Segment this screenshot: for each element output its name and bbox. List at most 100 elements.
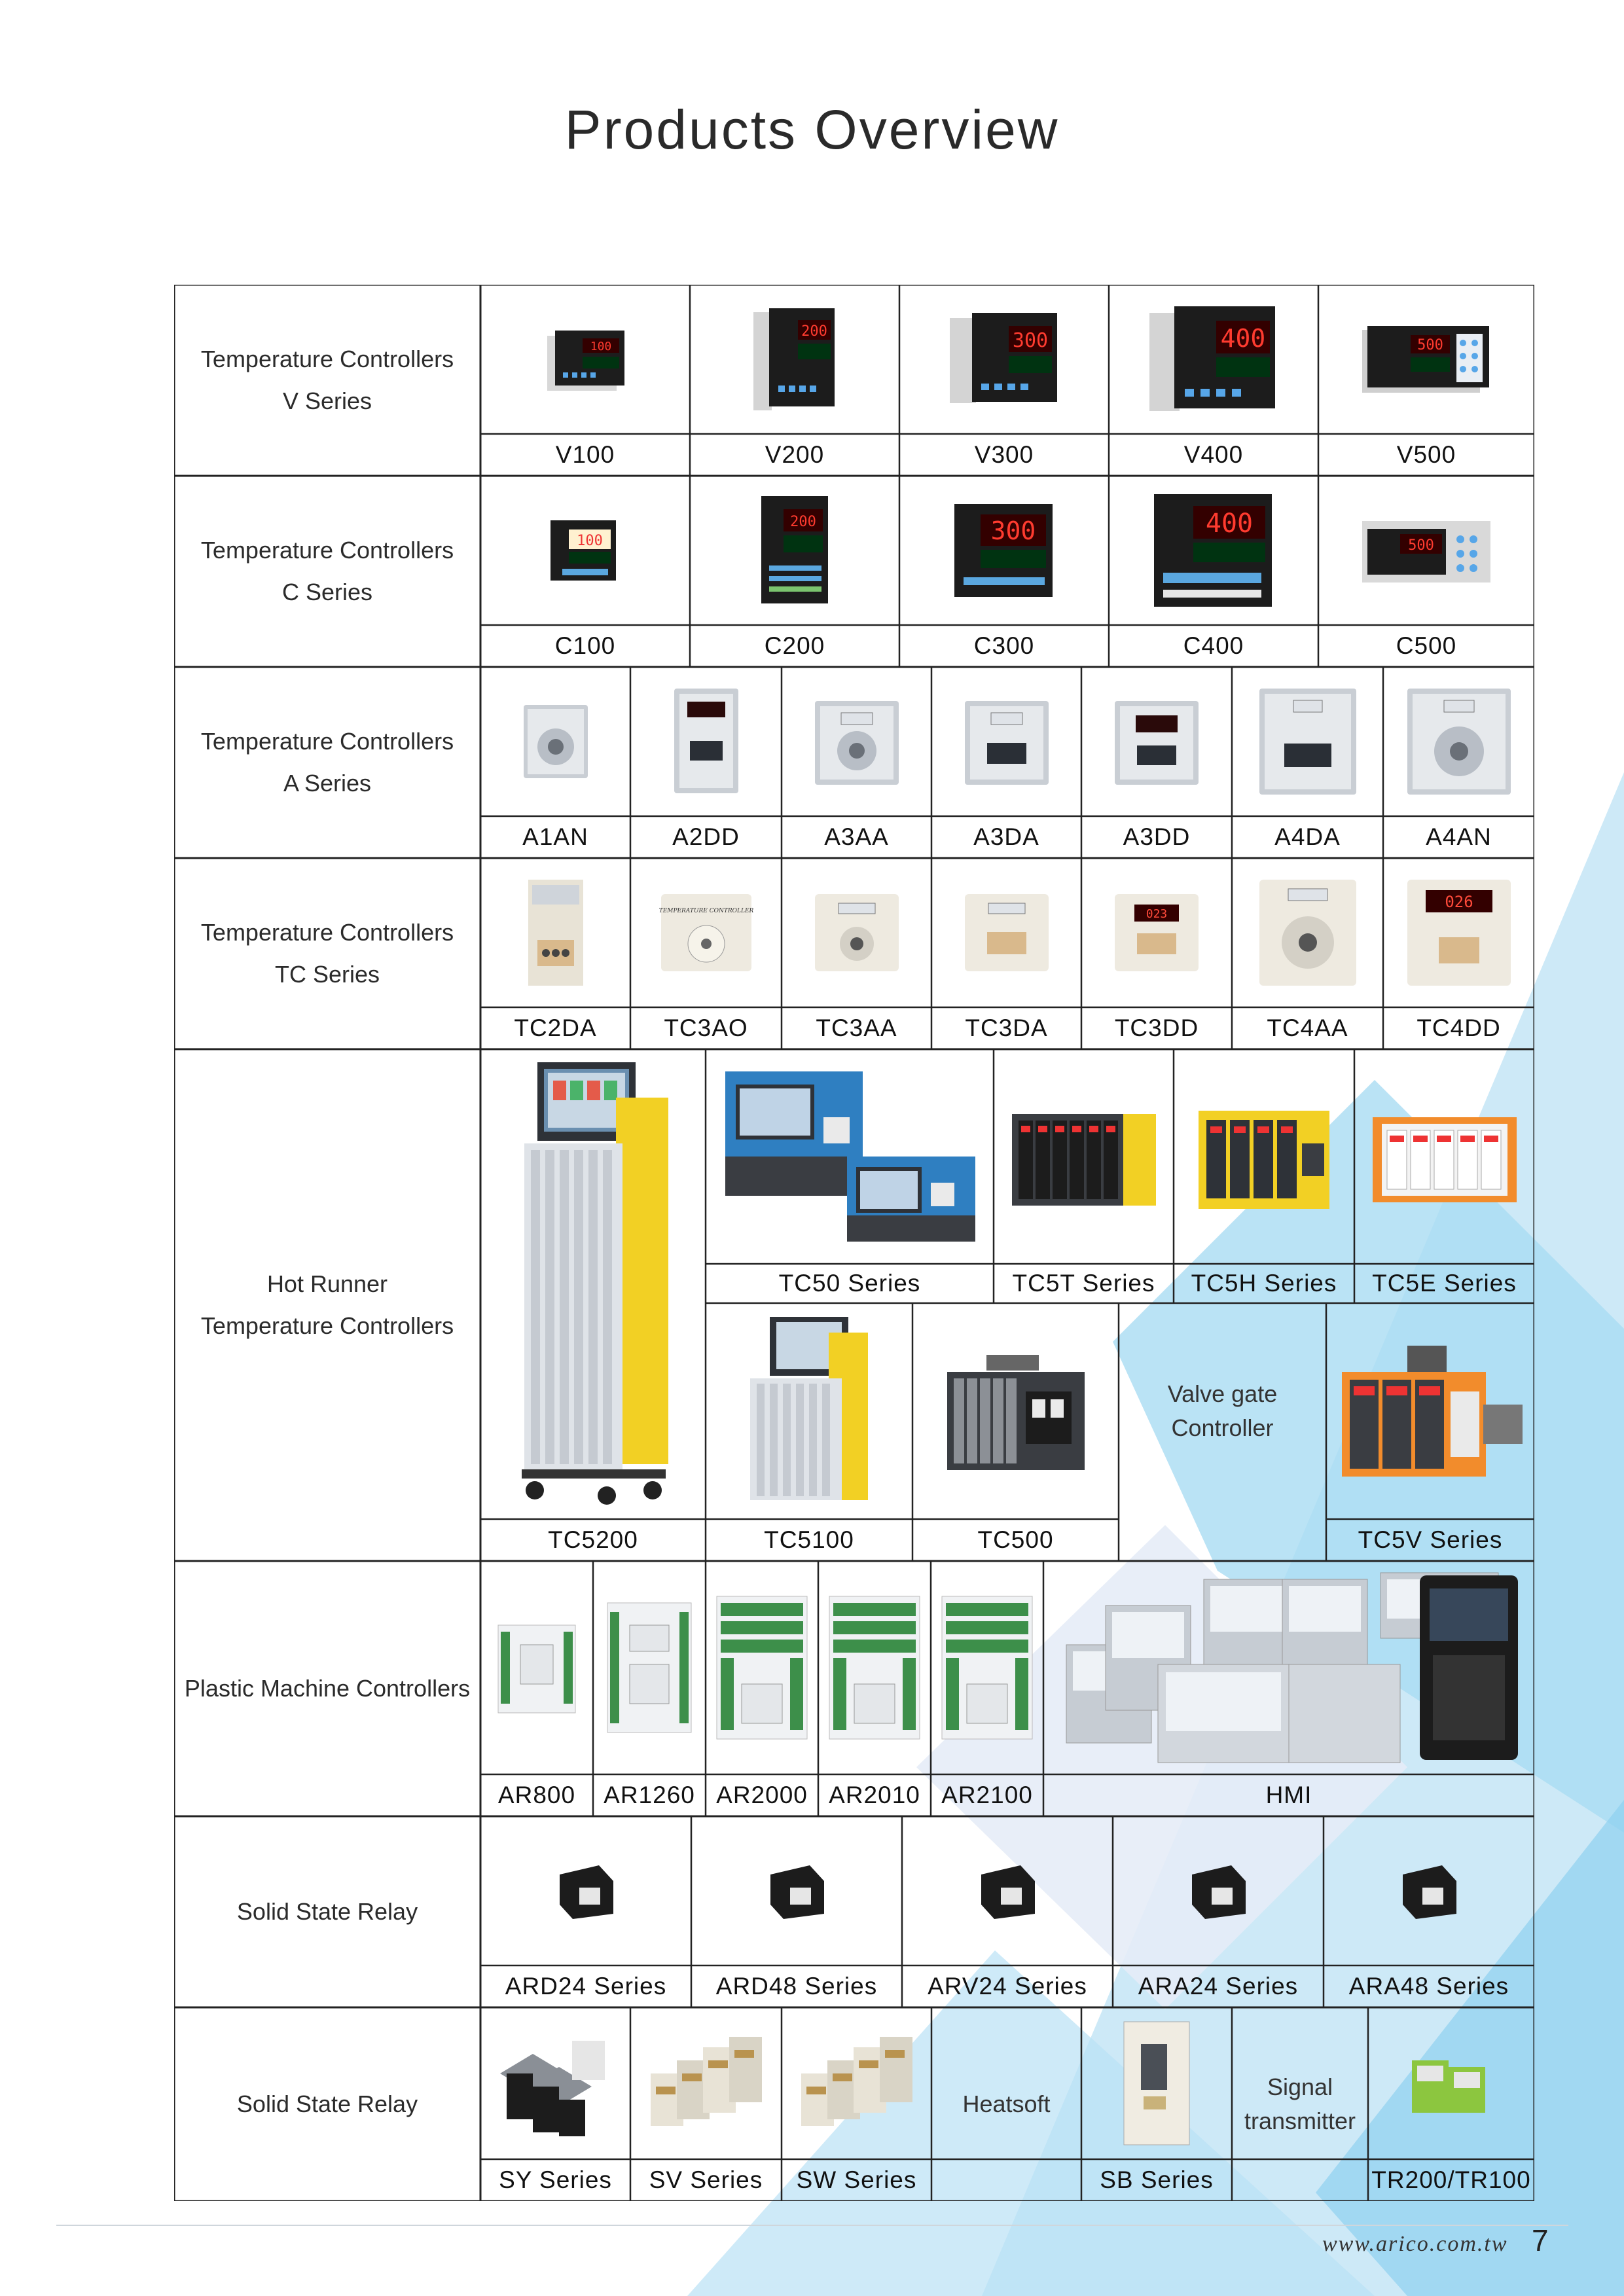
product-image-tc3da (931, 858, 1081, 1007)
product-image-a1an (480, 667, 630, 816)
product-name-a4da: A4DA (1274, 823, 1341, 850)
product-image-tc4dd: 026 (1383, 858, 1534, 1007)
row-label-v-series: Temperature Controllers V Series (200, 346, 454, 414)
product-image-hmi (1043, 1561, 1534, 1774)
product-name-tc5e-series: TC5E Series (1372, 1270, 1517, 1297)
product-image-ar800 (480, 1561, 593, 1774)
table-grid-lines (174, 285, 1534, 2201)
product-name-sb-series: SB Series (1100, 2166, 1214, 2193)
product-name-ar1260: AR1260 (604, 1782, 695, 1808)
page-number: 7 (1532, 2223, 1549, 2257)
product-name-tc3dd: TC3DD (1114, 1014, 1199, 1041)
product-image-sb-series (1081, 2007, 1232, 2159)
product-name-ar2000: AR2000 (716, 1782, 808, 1808)
product-image-c400: 400 (1109, 476, 1318, 625)
product-image-ara48 (1324, 1816, 1534, 1965)
product-image-tc4aa (1232, 858, 1383, 1007)
readout-v200: 200 (801, 323, 827, 340)
product-image-ar2000 (706, 1561, 818, 1774)
tc3dd-readout: 023 (1146, 907, 1168, 921)
readout-v500: 500 (1417, 337, 1443, 353)
product-image-ar2010 (818, 1561, 931, 1774)
tc3ao-face-label: TEMPERATURE CONTROLLER (659, 908, 753, 914)
row-label-tc-series: Temperature Controllers TC Series (200, 919, 454, 988)
product-name-ar2100: AR2100 (941, 1782, 1033, 1808)
row-label-c-series: Temperature Controllers C Series (200, 537, 454, 605)
readout-v300: 300 (1013, 329, 1048, 352)
product-name-ar800: AR800 (497, 1782, 576, 1808)
product-name-tc5h-series: TC5H Series (1191, 1270, 1337, 1297)
product-name-tc3ao: TC3AO (664, 1014, 748, 1041)
website-url: www.arico.com.tw (1322, 2232, 1508, 2256)
product-image-sw-series (782, 2007, 931, 2159)
readout-v100: 100 (590, 340, 612, 353)
row-label-solid-state-relay-2: Solid State Relay (236, 2090, 418, 2117)
product-name-v400: V400 (1183, 441, 1244, 468)
product-image-v100: 100 (480, 285, 690, 434)
product-image-ar2100 (931, 1561, 1043, 1774)
product-image-a3dd (1081, 667, 1232, 816)
product-image-tc50-series (706, 1049, 994, 1264)
product-name-tc3aa: TC3AA (816, 1014, 897, 1041)
product-image-tc5v-series (1326, 1303, 1534, 1519)
product-image-tc500 (912, 1303, 1119, 1519)
product-image-ard48 (691, 1816, 902, 1965)
product-name-tc50-series: TC50 Series (778, 1270, 921, 1297)
product-name-c300: C300 (973, 632, 1035, 659)
product-name-c400: C400 (1183, 632, 1244, 659)
product-name-c200: C200 (764, 632, 825, 659)
row-label-hot-runner: Hot Runner Temperature Controllers (200, 1270, 454, 1339)
product-image-a3aa (782, 667, 931, 816)
product-image-tc5200 (480, 1049, 706, 1519)
page-title: Products Overview (564, 99, 1060, 160)
product-image-c100: 100 (480, 476, 690, 625)
readout-c200: 200 (790, 514, 816, 530)
readout-c500: 500 (1408, 537, 1434, 554)
product-name-tr200-tr100: TR200/TR100 (1371, 2166, 1531, 2193)
product-image-tc5e-series (1354, 1049, 1534, 1264)
product-name-ard24: ARD24 Series (505, 1973, 667, 2000)
product-image-ard24 (480, 1816, 691, 1965)
product-image-a2dd (630, 667, 782, 816)
product-image-v200: 200 (690, 285, 899, 434)
product-image-v400: 400 (1109, 285, 1318, 434)
product-name-a3dd: A3DD (1123, 823, 1191, 850)
readout-c100: 100 (577, 533, 603, 549)
product-image-tc3aa (782, 858, 931, 1007)
footer-divider (56, 2225, 1568, 2226)
product-image-sy-series (480, 2007, 630, 2159)
product-name-a3da: A3DA (973, 823, 1039, 850)
row-label-solid-state-relay-1: Solid State Relay (236, 1898, 418, 1925)
bg-blue-corner (1316, 1800, 1624, 2296)
product-image-sv-series (630, 2007, 782, 2159)
product-name-a3aa: A3AA (824, 823, 889, 850)
product-name-a4an: A4AN (1426, 823, 1492, 850)
row-label-a-series: Temperature Controllers A Series (200, 728, 454, 797)
product-name-tc5200: TC5200 (548, 1526, 638, 1553)
product-name-tc3da: TC3DA (965, 1014, 1048, 1041)
product-name-tc5t-series: TC5T Series (1012, 1270, 1155, 1297)
product-name-ar2010: AR2010 (829, 1782, 920, 1808)
product-name-tc4aa: TC4AA (1267, 1014, 1348, 1041)
product-name-tc4dd: TC4DD (1416, 1014, 1501, 1041)
product-name-ara24: ARA24 Series (1138, 1973, 1299, 2000)
product-image-a4an (1383, 667, 1534, 816)
bg-blue-triangle-bottom (687, 1950, 1375, 2296)
product-image-tc3ao: TEMPERATURE CONTROLLER (630, 858, 782, 1007)
product-name-v200: V200 (765, 441, 825, 468)
readout-v400: 400 (1221, 324, 1266, 353)
readout-c300: 300 (991, 516, 1036, 545)
product-name-a2dd: A2DD (672, 823, 740, 850)
product-name-arv24: ARV24 Series (928, 1973, 1087, 2000)
product-image-v300: 300 (899, 285, 1109, 434)
products-table: Temperature Controllers V Series Tempera… (174, 285, 1534, 2201)
product-name-sy-series: SY Series (499, 2166, 612, 2193)
valve-gate-controller-label: Valve gate Controller (1167, 1380, 1278, 1441)
product-image-tr200-tr100 (1368, 2007, 1534, 2159)
product-image-ara24 (1113, 1816, 1324, 1965)
product-image-c300: 300 (899, 476, 1109, 625)
tc4dd-readout: 026 (1445, 893, 1473, 911)
product-image-tc5h-series (1174, 1049, 1354, 1264)
readout-c400: 400 (1206, 509, 1253, 539)
product-image-c200: 200 (690, 476, 899, 625)
